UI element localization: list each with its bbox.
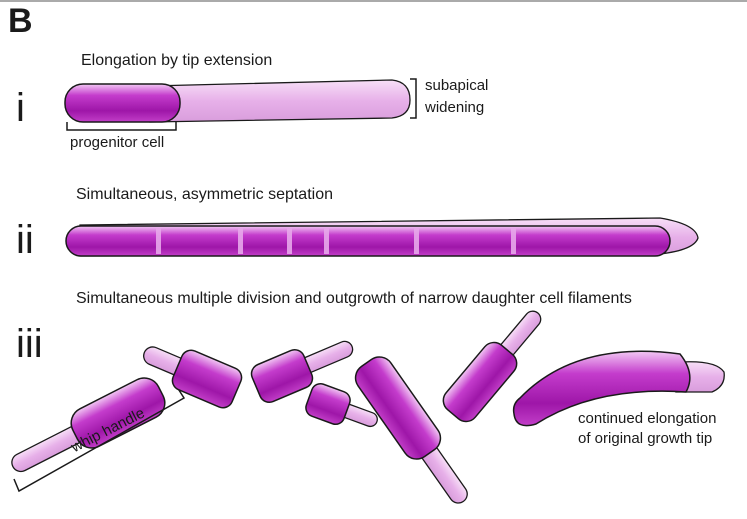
stage-i-title: Elongation by tip extension bbox=[81, 52, 273, 69]
stage-i-filament bbox=[64, 79, 411, 123]
wide-cell bbox=[171, 349, 243, 409]
whip-handle-bracket bbox=[13, 386, 186, 493]
stage-ii-numeral: ii bbox=[16, 218, 34, 262]
septum bbox=[287, 228, 292, 254]
continued-elongation-line1: continued elongation bbox=[578, 410, 717, 427]
wide-cell bbox=[305, 382, 351, 426]
septum bbox=[414, 228, 419, 254]
daughter-cell-2 bbox=[143, 346, 243, 409]
wide-cell bbox=[354, 356, 442, 460]
wide-cell bbox=[250, 349, 314, 403]
curved-wide-cell bbox=[512, 350, 691, 427]
wide-cell bbox=[70, 377, 166, 449]
septum bbox=[156, 228, 161, 254]
continued-elongation-line2: of original growth tip bbox=[578, 430, 713, 447]
daughter-cell-7 bbox=[512, 350, 725, 427]
stage-iii-numeral: iii bbox=[16, 322, 43, 366]
stage-i-numeral: i bbox=[16, 86, 25, 130]
subapical-label-line1: subapical bbox=[425, 77, 489, 94]
daughter-cell-3 bbox=[250, 340, 354, 403]
daughter-cell-6 bbox=[442, 310, 542, 423]
progenitor-bracket bbox=[66, 122, 177, 131]
panel-label: B bbox=[8, 2, 33, 40]
subapical-bracket bbox=[410, 78, 417, 119]
septum bbox=[511, 228, 516, 254]
stage-ii-title: Simultaneous, asymmetric septation bbox=[76, 186, 333, 203]
daughter-cell-1 bbox=[11, 377, 166, 473]
septated-filament bbox=[65, 225, 671, 257]
stage-ii-filament bbox=[65, 217, 699, 257]
septum bbox=[238, 228, 243, 254]
light-extension bbox=[149, 79, 411, 123]
daughter-cell-5 bbox=[354, 356, 468, 504]
progenitor-cell-label: progenitor cell bbox=[70, 134, 165, 151]
wide-cell bbox=[442, 341, 518, 423]
daughter-cell-4 bbox=[305, 382, 378, 428]
progenitor-cell bbox=[64, 83, 181, 123]
septum bbox=[324, 228, 329, 254]
stage-iii-title: Simultaneous multiple division and outgr… bbox=[76, 290, 632, 307]
subapical-label-line2: widening bbox=[425, 99, 485, 116]
